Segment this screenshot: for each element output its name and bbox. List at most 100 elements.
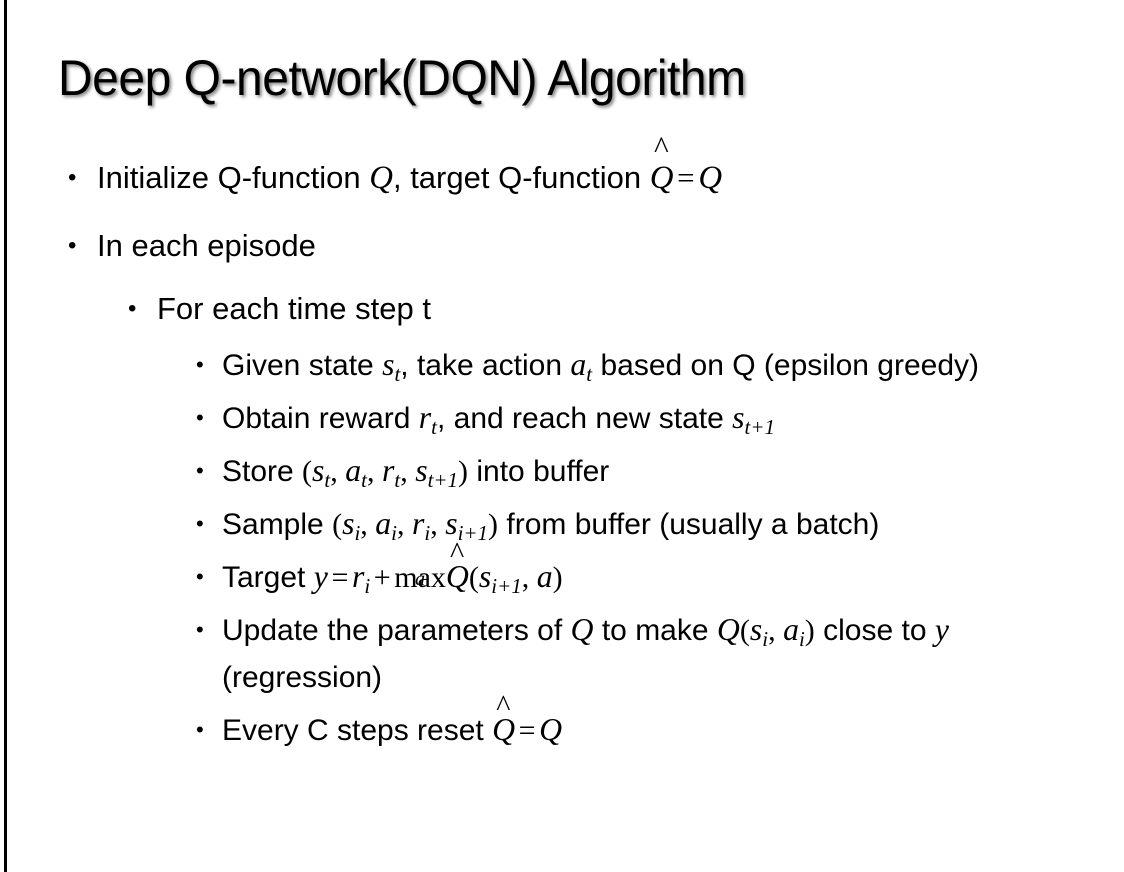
math-var-y: y bbox=[934, 612, 949, 647]
math-var-q2: Q bbox=[716, 612, 740, 647]
bullet-in-each-episode: • In each episode bbox=[0, 216, 1124, 276]
math-var-r: ri bbox=[351, 559, 370, 596]
bullet-dot-icon: • bbox=[196, 405, 204, 430]
math-var-s-next-subscript: i+1 bbox=[491, 573, 522, 598]
math-paren-close: ) bbox=[458, 455, 469, 488]
bullet-update-parameters-text: Update the parameters of Q to make Q(si,… bbox=[222, 606, 1104, 701]
math-q-hat-base: Q bbox=[649, 160, 674, 196]
text-run: Given state bbox=[222, 349, 383, 382]
math-var-a: at bbox=[570, 347, 592, 384]
math-var-s-next-base: s bbox=[732, 400, 745, 435]
math-equals: = bbox=[677, 160, 695, 195]
math-var-a: ai bbox=[375, 506, 397, 543]
math-var-s-next-subscript: t+1 bbox=[744, 414, 775, 439]
math-var-q: Q bbox=[539, 712, 563, 747]
text-run: , and reach new state bbox=[436, 402, 733, 435]
math-comma: , bbox=[768, 614, 784, 647]
bullet-for-each-time-step-text: For each time step t bbox=[157, 291, 431, 326]
text-run: from buffer (usually a batch) bbox=[498, 508, 880, 541]
math-var-q: Q bbox=[369, 160, 393, 196]
math-plus: + bbox=[373, 561, 391, 594]
bullet-store-transition: • Store (st, at, rt, st+1) into buffer bbox=[0, 447, 1124, 495]
math-paren-close: ) bbox=[804, 614, 815, 647]
math-paren-close: ) bbox=[552, 561, 563, 594]
bullet-dot-icon: • bbox=[68, 164, 77, 191]
bullet-given-state-text: Given state st, take action at based on … bbox=[222, 341, 1104, 389]
slide-left-rule bbox=[4, 0, 7, 872]
math-var-s-next-subscript: t+1 bbox=[427, 467, 459, 492]
math-var-s-base: s bbox=[342, 506, 355, 541]
math-comma: , bbox=[360, 508, 376, 541]
text-run: Sample bbox=[222, 508, 333, 541]
math-var-s-next-base: s bbox=[415, 453, 428, 488]
math-var-s-next-subscript: i+1 bbox=[457, 520, 489, 545]
math-var-a: at bbox=[345, 453, 367, 490]
math-var-s-subscript: t bbox=[394, 361, 401, 386]
math-q-hat: Q^ bbox=[445, 538, 469, 600]
math-var-s: si bbox=[342, 506, 360, 543]
math-var-s-next: st+1 bbox=[732, 400, 775, 437]
math-var-r-subscript: t bbox=[394, 467, 401, 492]
math-paren-open: ( bbox=[332, 508, 343, 541]
math-var-q2: Q bbox=[698, 160, 723, 196]
math-var-r-base: r bbox=[418, 400, 432, 435]
math-paren-open: ( bbox=[739, 614, 750, 647]
math-var-r: ri bbox=[412, 506, 430, 543]
bullet-initialize-text: Initialize Q-function Q, target Q-functi… bbox=[97, 132, 1124, 208]
math-var-a-subscript: t bbox=[361, 467, 367, 492]
math-var-s: st bbox=[382, 347, 400, 384]
math-var-s-next: si+1 bbox=[445, 506, 488, 543]
math-paren-close: ) bbox=[488, 508, 499, 541]
math-var-a-subscript: i bbox=[798, 626, 805, 651]
math-var-s-subscript: i bbox=[762, 626, 769, 651]
math-paren-open: ( bbox=[302, 455, 313, 488]
bullet-store-transition-text: Store (st, at, rt, st+1) into buffer bbox=[222, 447, 1104, 495]
bullet-dot-icon: • bbox=[196, 564, 204, 589]
math-var-s: si bbox=[749, 612, 768, 649]
bullet-in-each-episode-text: In each episode bbox=[97, 228, 316, 263]
bullet-update-parameters: • Update the parameters of Q to make Q(s… bbox=[0, 606, 1124, 701]
math-var-r: rt bbox=[381, 453, 400, 490]
text-run: Target bbox=[222, 561, 314, 594]
math-var-r-base: r bbox=[412, 506, 425, 541]
math-var-s-next-base: s bbox=[478, 559, 492, 594]
math-q-hat-base: Q bbox=[445, 559, 469, 594]
slide-title: Deep Q-network(DQN) Algorithm bbox=[58, 50, 746, 106]
text-run: to make bbox=[593, 614, 717, 647]
math-equals: = bbox=[331, 561, 349, 594]
math-var-s-base: s bbox=[312, 453, 325, 488]
math-var-s-subscript: t bbox=[324, 467, 331, 492]
math-comma: , bbox=[366, 455, 382, 488]
text-run: into buffer bbox=[468, 455, 610, 488]
math-var-r-base: r bbox=[381, 453, 395, 488]
math-var-a-base: a bbox=[783, 612, 799, 647]
math-var-y: y bbox=[313, 559, 328, 594]
text-run: Store bbox=[222, 455, 303, 488]
math-var-r-subscript: i bbox=[364, 573, 371, 598]
math-q-hat: Q^ bbox=[649, 132, 674, 208]
math-comma: , bbox=[397, 508, 412, 541]
math-var-a-subscript: t bbox=[586, 361, 593, 386]
text-run: close to bbox=[814, 614, 935, 647]
bullet-dot-icon: • bbox=[196, 511, 204, 536]
text-run: based on Q (epsilon greedy) bbox=[592, 349, 980, 382]
math-var-s-next: si+1 bbox=[478, 559, 522, 596]
bullet-dot-icon: • bbox=[196, 352, 204, 377]
text-run: Every C steps reset bbox=[222, 714, 493, 747]
text-run: , take action bbox=[400, 349, 571, 382]
math-var-r: rt bbox=[418, 400, 437, 437]
math-var-s-base: s bbox=[749, 612, 763, 647]
bullet-reset-target-network: • Every C steps reset Q^=Q bbox=[0, 691, 1124, 754]
slide-body: • Initialize Q-function Q, target Q-func… bbox=[0, 132, 1124, 754]
math-comma: , bbox=[430, 508, 446, 541]
math-var-a-base: a bbox=[345, 453, 362, 488]
text-run: Update the parameters of bbox=[222, 614, 571, 647]
math-var-s-base: s bbox=[382, 347, 395, 382]
bullet-given-state: • Given state st, take action at based o… bbox=[0, 341, 1124, 389]
bullet-initialize: • Initialize Q-function Q, target Q-func… bbox=[0, 132, 1124, 208]
bullet-reset-target-network-text: Every C steps reset Q^=Q bbox=[222, 691, 1104, 754]
math-comma: , bbox=[521, 561, 537, 594]
math-var-a-base: a bbox=[375, 506, 392, 541]
math-var-r-base: r bbox=[351, 559, 365, 594]
